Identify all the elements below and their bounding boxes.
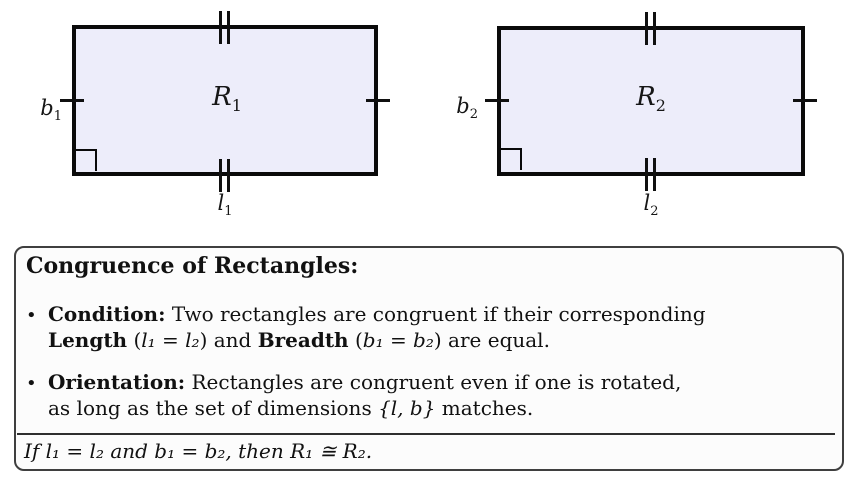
breadth-equality-math: b₁ = b₂	[362, 328, 434, 352]
text-segment: matches.	[435, 396, 534, 420]
r1-length-label: l1	[205, 190, 245, 220]
r1-right-angle-marker	[76, 149, 97, 171]
dimension-set-math: {l, b}	[378, 396, 436, 420]
r1-breadth-label: b1	[30, 95, 62, 125]
r2-subscript: 2	[655, 96, 666, 116]
rectangle-r2-label: R2	[624, 82, 678, 116]
b2-subscript: 2	[469, 107, 478, 123]
congruence-info-box: Congruence of Rectangles: • Condition: Tw…	[14, 246, 844, 471]
condition-bullet-line-2: Length (l₁ = l₂) and Breadth (b₁ = b₂) a…	[48, 327, 550, 353]
l1-symbol: l	[217, 191, 225, 215]
r2-top-double-tick-2	[653, 12, 656, 45]
r1-subscript: 1	[231, 96, 242, 116]
b1-subscript: 1	[53, 109, 62, 125]
r2-right-angle-marker	[501, 148, 522, 170]
r2-breadth-label: b2	[446, 93, 478, 123]
condition-term: Condition:	[48, 302, 166, 326]
l2-symbol: l	[643, 191, 651, 215]
r1-top-double-tick-1	[219, 11, 222, 44]
text-segment: ) are equal.	[433, 328, 550, 352]
breadth-term: Breadth	[257, 328, 349, 352]
r2-bottom-double-tick-1	[645, 158, 648, 191]
orientation-bullet-line-1: • Orientation: Rectangles are congruent e…	[26, 369, 681, 397]
info-box-title: Congruence of Rectangles:	[26, 253, 359, 279]
rectangle-r1	[72, 25, 378, 176]
r2-symbol: R	[636, 82, 656, 112]
r2-length-label: l2	[631, 190, 671, 220]
info-box-divider	[17, 433, 835, 435]
text-segment: (	[127, 328, 142, 352]
r1-bottom-double-tick-1	[219, 159, 222, 192]
text-segment: as long as the set of dimensions	[48, 396, 379, 420]
b1-symbol: b	[40, 96, 54, 120]
l2-subscript: 2	[650, 204, 659, 220]
length-term: Length	[48, 328, 128, 352]
r2-left-single-tick	[485, 99, 509, 102]
r1-right-single-tick	[366, 99, 390, 102]
length-equality-math: l₁ = l₂	[141, 328, 200, 352]
r1-bottom-double-tick-2	[227, 159, 230, 192]
bullet-dot-icon: •	[26, 305, 37, 326]
r2-right-single-tick	[793, 99, 817, 102]
l1-subscript: 1	[224, 204, 233, 220]
orientation-text: Rectangles are congruent even if one is …	[185, 370, 682, 394]
rectangle-r1-label: R1	[200, 82, 254, 116]
text-segment: (	[348, 328, 363, 352]
text-segment: ) and	[199, 328, 258, 352]
rectangle-r2	[497, 26, 805, 176]
r2-bottom-double-tick-2	[653, 158, 656, 191]
r1-top-double-tick-2	[227, 11, 230, 44]
condition-bullet-line-1: • Condition: Two rectangles are congruent…	[26, 301, 706, 329]
condition-text: Two rectangles are congruent if their co…	[165, 302, 706, 326]
bullet-dot-icon: •	[26, 373, 37, 394]
r2-top-double-tick-1	[645, 12, 648, 45]
conclusion-statement: If l₁ = l₂ and b₁ = b₂, then R₁ ≅ R₂.	[24, 439, 373, 463]
r1-left-single-tick	[60, 99, 84, 102]
orientation-bullet-line-2: as long as the set of dimensions {l, b} …	[48, 395, 533, 421]
orientation-term: Orientation:	[48, 370, 186, 394]
r1-symbol: R	[212, 82, 232, 112]
b2-symbol: b	[456, 94, 470, 118]
